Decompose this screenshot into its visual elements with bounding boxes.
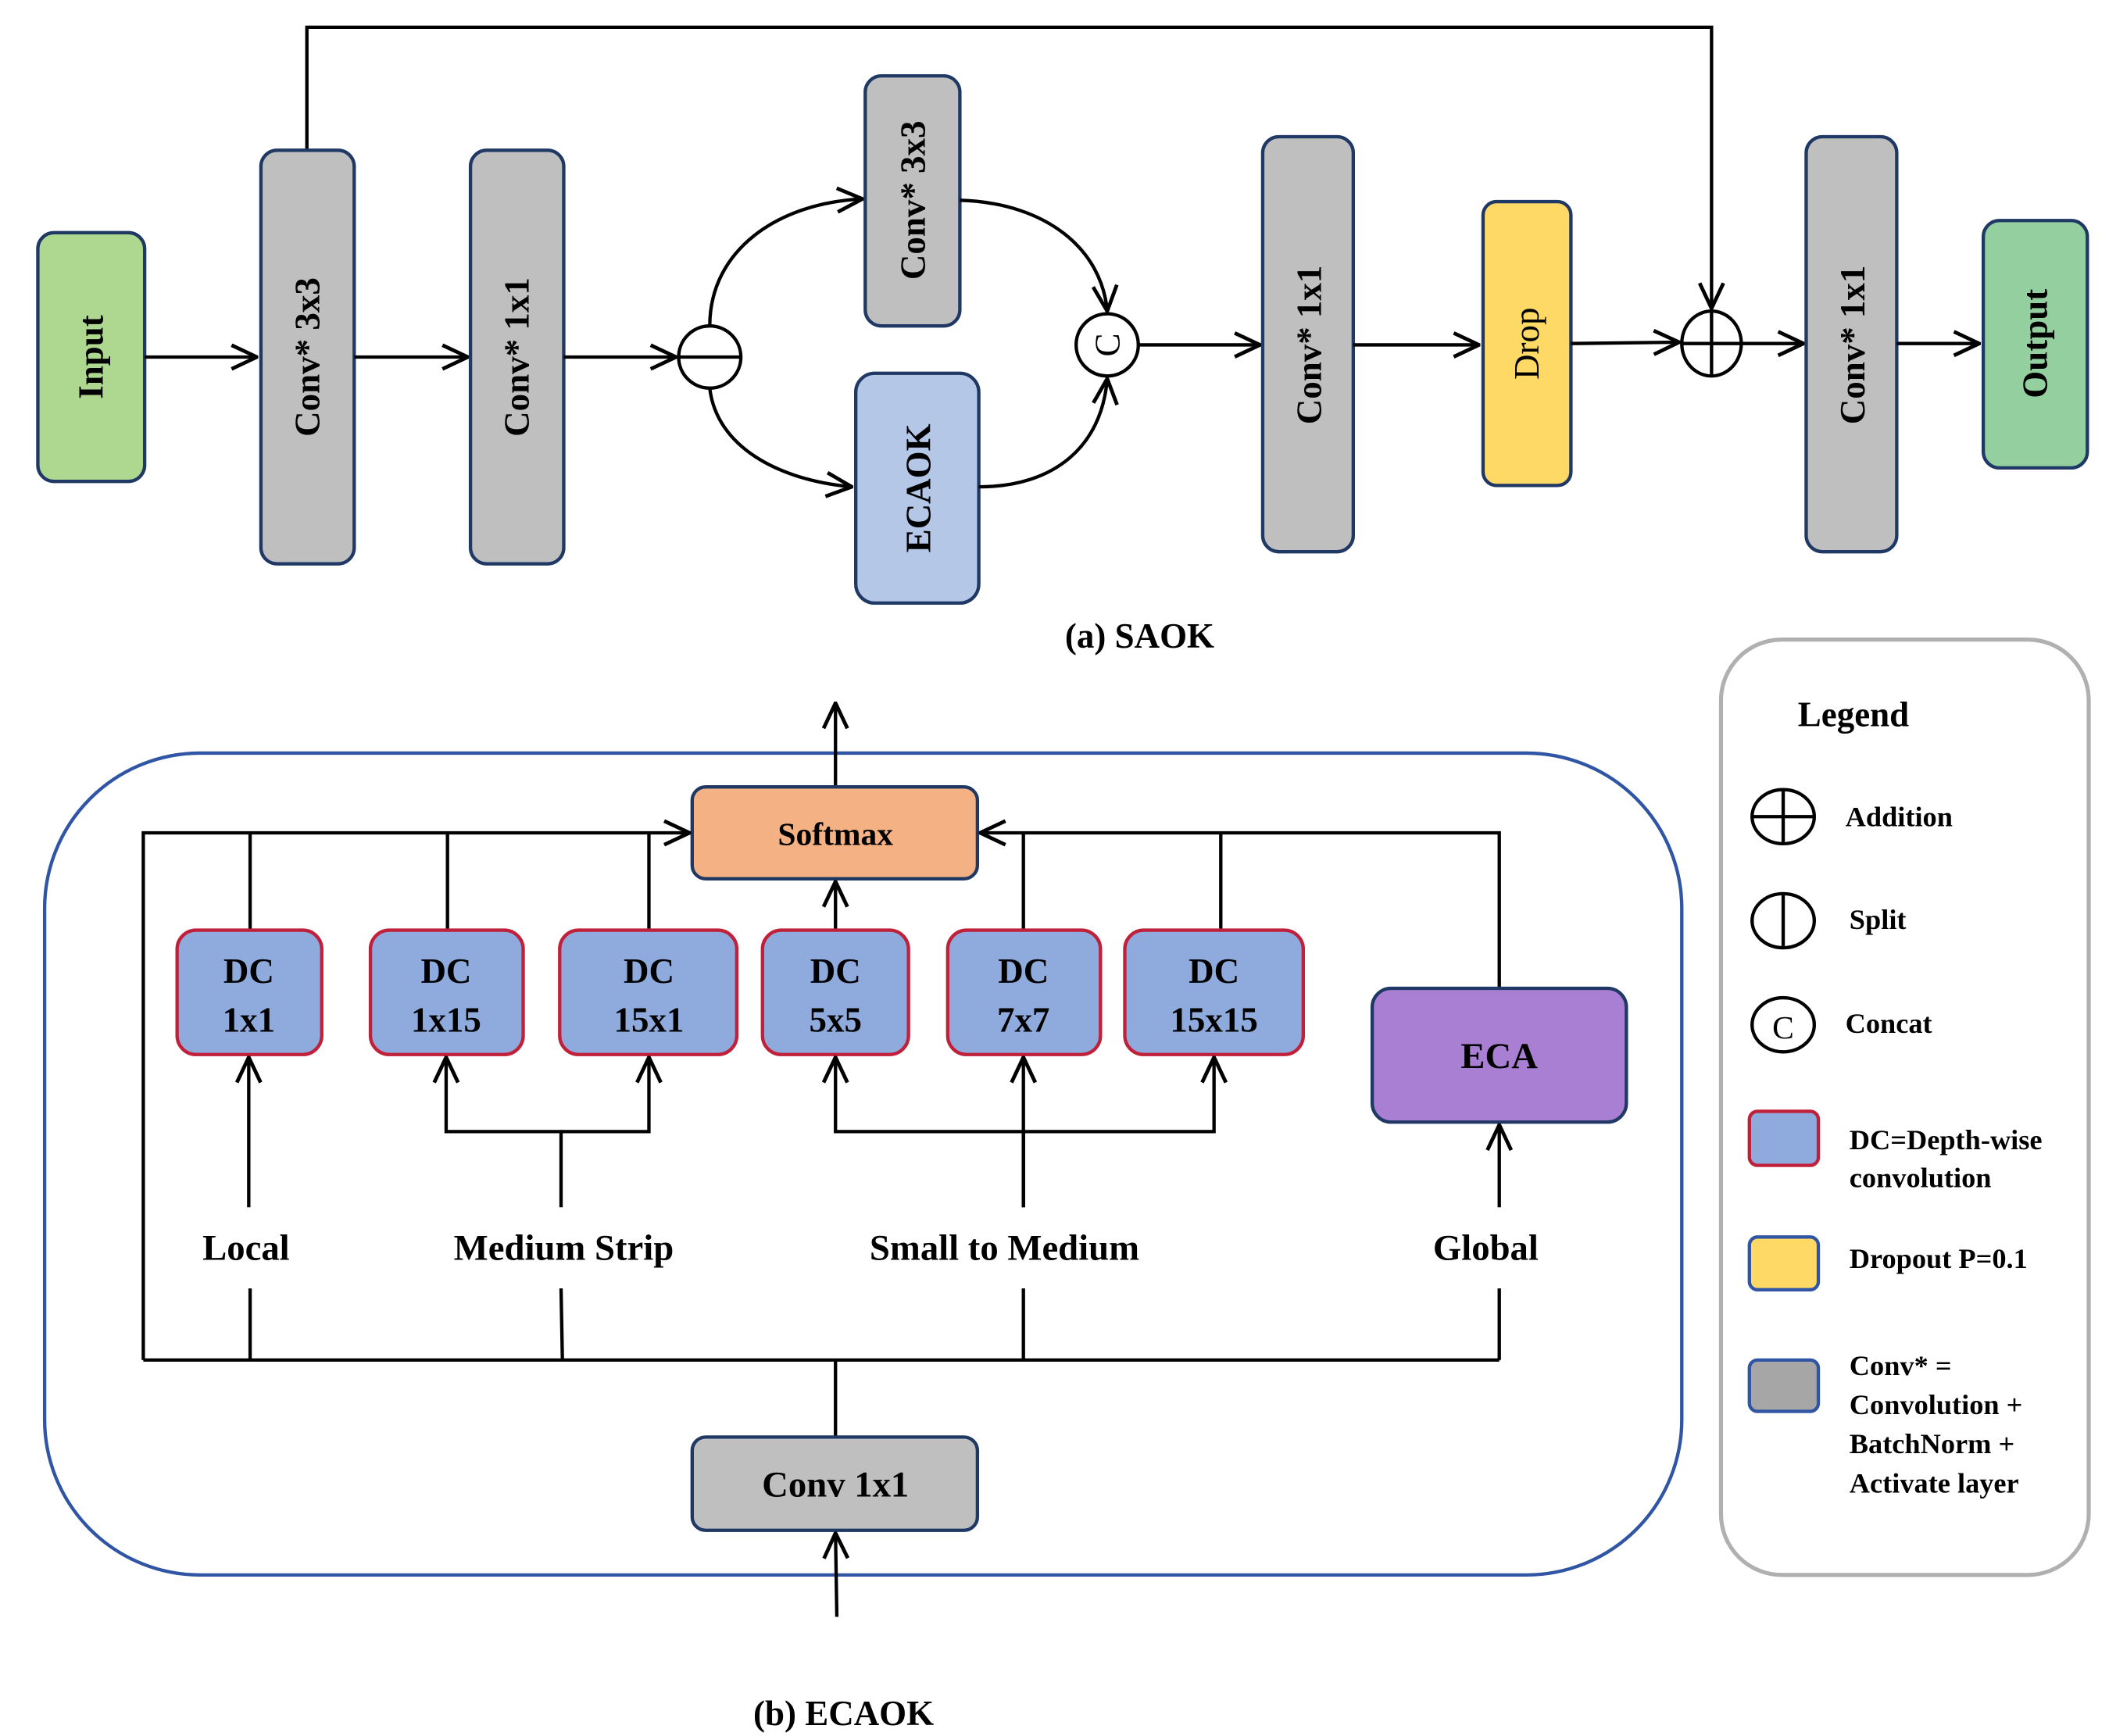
ecaok-caption: (b) ECAOK (753, 1694, 934, 1733)
arrow (1571, 342, 1678, 344)
dropout-block: Drop (1481, 199, 1573, 488)
addition-icon (1750, 788, 1816, 846)
dc-size: 5x5 (809, 1000, 861, 1039)
dc-label: DC (1189, 952, 1239, 991)
dc-size: 1x1 (223, 1000, 275, 1039)
ecaok-block: ECAOK (854, 371, 981, 605)
group-label-small-to-medium: Small to Medium (870, 1228, 1139, 1269)
dc-swatch (1747, 1109, 1821, 1167)
saok-panel: Input Conv* 3x3 Conv* 1x1 Conv* 3x3 (36, 25, 2089, 655)
dc-block-1x15: DC 1x15 (368, 928, 525, 1056)
split-icon (677, 324, 743, 390)
dc-block-1x1: DC 1x1 (175, 928, 323, 1056)
saok-caption: (a) SAOK (1065, 616, 1214, 655)
arrow (446, 1057, 563, 1208)
merge-arrow-top (960, 198, 1107, 311)
concat-icon: C (1750, 995, 1816, 1054)
skip-connection (305, 25, 1712, 309)
group-label-medium-strip: Medium Strip (454, 1228, 674, 1269)
arrow (1023, 1057, 1214, 1134)
concat-icon: C (1074, 312, 1140, 378)
legend-item-conv: Conv* = Convolution + BatchNorm + Activa… (1747, 1350, 2023, 1498)
dc-label: DC (624, 952, 674, 991)
collector-right (980, 833, 1501, 988)
dropout-swatch (1747, 1235, 1821, 1291)
ecaok-label: ECAOK (899, 423, 938, 552)
arrow (561, 1057, 649, 1134)
branch-arrow-top (708, 199, 863, 327)
conv1x1-block: Conv* 1x1 (468, 148, 566, 566)
svg-text:C: C (1088, 333, 1128, 356)
softmax-label: Softmax (777, 816, 893, 852)
legend: Legend Addition Split C Concat (1718, 638, 2091, 1577)
legend-label: Addition (1846, 801, 1953, 832)
legend-label: DC=Depth-wise (1850, 1124, 2043, 1156)
conv3x3-label: Conv* 3x3 (288, 277, 327, 437)
arrow (835, 1057, 1025, 1208)
legend-title: Legend (1798, 695, 1909, 734)
dc-size: 7x7 (997, 1000, 1049, 1039)
softmax-block: Softmax (690, 785, 980, 881)
connector (559, 1288, 564, 1360)
conv3x3-block: Conv* 3x3 (259, 148, 356, 566)
conv3x3-branch-block: Conv* 3x3 (863, 73, 962, 328)
branch-arrow-bottom (708, 388, 852, 487)
input-arrow (835, 1533, 837, 1617)
legend-label: Convolution + (1850, 1389, 2023, 1420)
legend-item-dc: DC=Depth-wise convolution (1747, 1109, 2043, 1193)
conv1x1-post-block: Conv* 1x1 (1260, 134, 1356, 554)
legend-item-dropout: Dropout P=0.1 (1747, 1235, 2028, 1291)
ecaok-panel: Softmax DC 1x1 DC 1x15 DC 15x1 (42, 703, 1684, 1733)
legend-item-concat: C Concat (1750, 995, 1932, 1054)
input-block: Input (36, 230, 147, 484)
dc-label: DC (223, 952, 274, 991)
conv1x1-post-label: Conv* 1x1 (1289, 266, 1328, 425)
output-label: Output (2015, 289, 2054, 398)
conv-in-block: Conv 1x1 (690, 1435, 980, 1532)
legend-item-addition: Addition (1750, 788, 1953, 846)
conv-swatch (1747, 1358, 1821, 1413)
dropout-label: Drop (1507, 307, 1546, 379)
group-label-global: Global (1433, 1228, 1539, 1269)
dc-block-5x5: DC 5x5 (760, 928, 910, 1056)
dc-block-15x15: DC 15x15 (1123, 928, 1306, 1056)
conv3x3-branch-label: Conv* 3x3 (893, 120, 932, 280)
ecaok-container (42, 751, 1684, 1577)
legend-label: Split (1850, 904, 1907, 935)
dc-size: 1x15 (411, 1000, 481, 1039)
dc-label: DC (420, 952, 471, 991)
legend-label: convolution (1850, 1162, 1992, 1193)
dc-block-7x7: DC 7x7 (945, 928, 1103, 1056)
dc-label: DC (810, 952, 861, 991)
collector-left (141, 833, 689, 1360)
dc-size: 15x15 (1170, 1000, 1257, 1039)
legend-label: Dropout P=0.1 (1850, 1243, 2028, 1274)
eca-label: ECA (1460, 1036, 1538, 1077)
legend-label: BatchNorm + (1850, 1428, 2014, 1459)
svg-text:C: C (1772, 1009, 1794, 1045)
conv1x1-final-label: Conv* 1x1 (1833, 266, 1872, 425)
legend-item-split: Split (1750, 891, 1907, 950)
dc-block-15x1: DC 15x1 (558, 928, 739, 1056)
addition-icon (1680, 309, 1743, 378)
output-block: Output (1981, 219, 2089, 470)
conv-in-label: Conv 1x1 (762, 1465, 909, 1506)
dc-label: DC (998, 952, 1049, 991)
legend-label: Activate layer (1850, 1467, 2019, 1498)
input-label: Input (71, 315, 110, 399)
group-label-local: Local (202, 1228, 290, 1269)
legend-label: Concat (1846, 1008, 1932, 1039)
dc-size: 15x1 (613, 1000, 684, 1039)
merge-arrow-bottom (978, 379, 1107, 489)
conv1x1-label: Conv* 1x1 (497, 277, 536, 437)
conv1x1-final-block: Conv* 1x1 (1804, 134, 1899, 554)
split-icon (1750, 891, 1816, 950)
legend-label: Conv* = (1850, 1350, 1952, 1381)
eca-block: ECA (1370, 986, 1628, 1124)
